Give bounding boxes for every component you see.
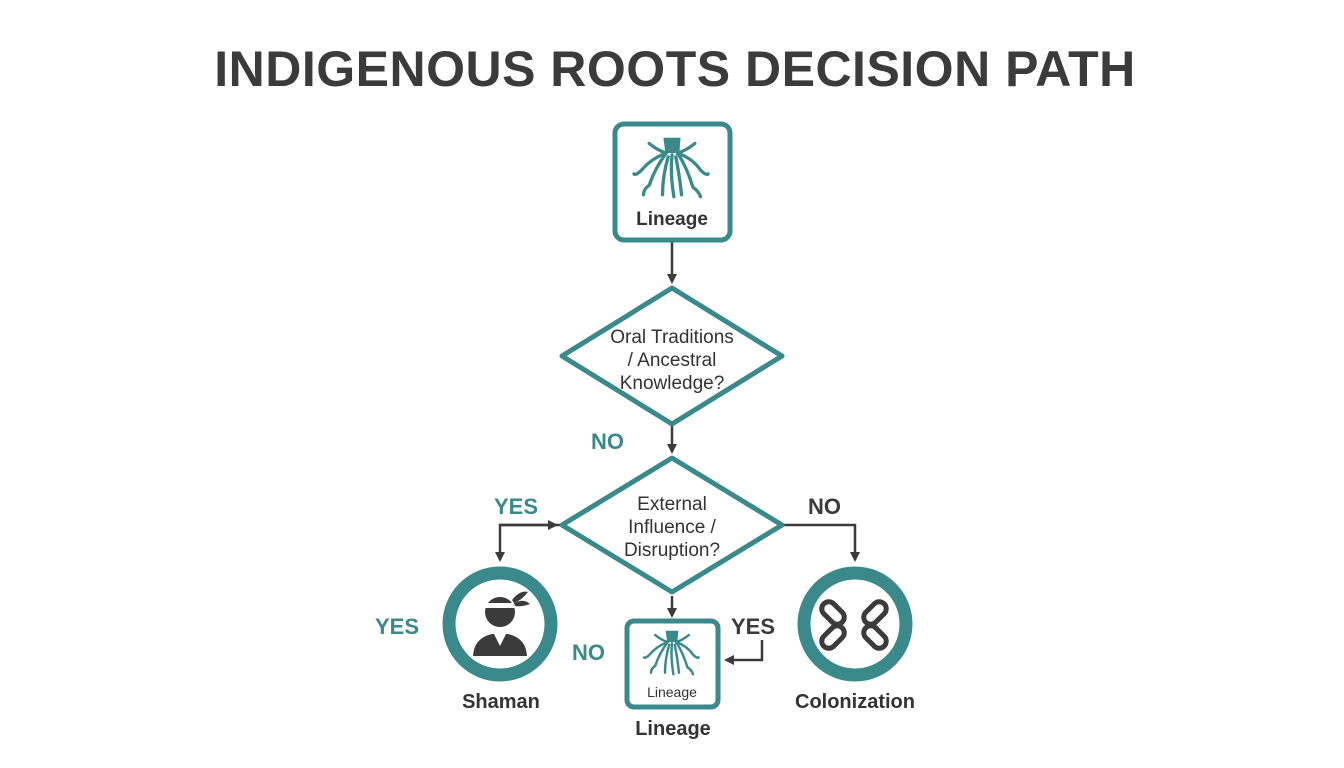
external-line-1: External bbox=[637, 494, 707, 515]
oral-traditions-decision: Oral Traditions / Ancestral Knowledge? bbox=[559, 285, 785, 427]
connector-external-to-colonization bbox=[784, 523, 860, 562]
colonization-label: Colonization bbox=[795, 691, 915, 713]
colonization-node: Colonization bbox=[795, 566, 915, 713]
lineage-bottom-label: Lineage bbox=[635, 718, 711, 740]
connector-yes-to-lineage bbox=[724, 640, 764, 665]
broken-chain-icon bbox=[819, 599, 889, 651]
external-line-3: Disruption? bbox=[624, 540, 720, 561]
connectors bbox=[495, 242, 860, 665]
edge-label-shaman-yes: YES bbox=[375, 614, 419, 639]
lineage-bottom-inner-label: Lineage bbox=[647, 684, 697, 700]
shaman-icon bbox=[473, 591, 530, 656]
edge-label-external-no: NO bbox=[808, 494, 841, 519]
lineage-top-node: Lineage bbox=[612, 121, 733, 243]
edge-label-oral-no: NO bbox=[591, 429, 624, 454]
page-title: INDIGENOUS ROOTS DECISION PATH bbox=[214, 41, 1136, 97]
shaman-label: Shaman bbox=[462, 691, 540, 713]
external-influence-decision: External Influence / Disruption? bbox=[559, 455, 785, 595]
oral-line-3: Knowledge? bbox=[620, 373, 725, 394]
external-line-2: Influence / bbox=[628, 517, 716, 538]
shaman-node: Shaman bbox=[442, 566, 558, 713]
edge-label-lineage-no: NO bbox=[572, 640, 605, 665]
lineage-bottom-node: Lineage Lineage bbox=[624, 618, 721, 740]
edge-label-external-yes: YES bbox=[494, 494, 538, 519]
oral-line-2: / Ancestral bbox=[628, 350, 717, 371]
connector-external-to-shaman bbox=[495, 523, 560, 562]
edge-label-lineage-yes: YES bbox=[731, 614, 775, 639]
lineage-top-label: Lineage bbox=[636, 209, 708, 230]
oral-line-1: Oral Traditions bbox=[610, 327, 734, 348]
